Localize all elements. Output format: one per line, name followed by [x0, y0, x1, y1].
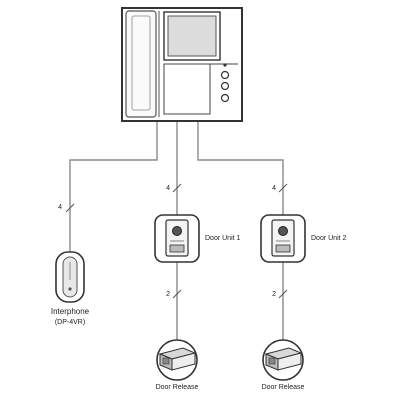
- interphone-button: [68, 287, 72, 291]
- door-release-2-label: Door Release: [262, 384, 305, 391]
- door-release-1-device: [156, 339, 198, 381]
- monitor-button-2: [220, 81, 230, 91]
- door-unit-2-call-button: [275, 244, 291, 253]
- door-unit-1-label: Door Unit 1: [205, 235, 241, 242]
- wire-to-door-unit-2: [197, 121, 284, 215]
- interphone-model-label: (DP-4VR): [55, 319, 85, 326]
- tick-door-unit-2: [278, 183, 288, 193]
- wire-count-release-2: 2: [272, 291, 276, 298]
- monitor-button-3: [220, 93, 230, 103]
- monitor-indicator-led: [223, 63, 227, 67]
- monitor-button-1: [220, 70, 230, 80]
- door-release-1-lock-side: [171, 352, 196, 371]
- monitor-handset-inner: [131, 15, 151, 111]
- tick-door-unit-1: [172, 183, 182, 193]
- wire-count-release-1: 2: [166, 291, 170, 298]
- wire-to-interphone: [69, 121, 158, 252]
- door-unit-2-camera: [278, 226, 288, 236]
- door-unit-2-label: Door Unit 2: [311, 235, 347, 242]
- door-release-2-device: [262, 339, 304, 381]
- door-release-2-latch: [268, 357, 276, 365]
- monitor: [121, 7, 243, 122]
- door-release-2-lock-side: [277, 352, 302, 371]
- monitor-screen: [167, 15, 217, 57]
- wire-ticks: [65, 183, 288, 299]
- tick-interphone: [65, 203, 75, 213]
- wire-count-door-unit-2: 4: [272, 185, 276, 192]
- wire-count-interphone: 4: [58, 204, 62, 211]
- interphone-device: [55, 251, 85, 303]
- door-unit-1-call-button: [169, 244, 185, 253]
- monitor-lower-panel: [163, 63, 211, 115]
- tick-release-1: [172, 289, 182, 299]
- wires: [69, 121, 284, 342]
- interphone-label: Interphone: [51, 307, 90, 316]
- door-release-1-label: Door Release: [156, 384, 199, 391]
- door-unit-2-device: [260, 214, 306, 263]
- door-unit-1-camera: [172, 226, 182, 236]
- wire-count-door-unit-1: 4: [166, 185, 170, 192]
- monitor-handset: [125, 10, 157, 118]
- door-release-1-latch: [162, 357, 170, 365]
- door-unit-1-device: [154, 214, 200, 263]
- tick-release-2: [278, 289, 288, 299]
